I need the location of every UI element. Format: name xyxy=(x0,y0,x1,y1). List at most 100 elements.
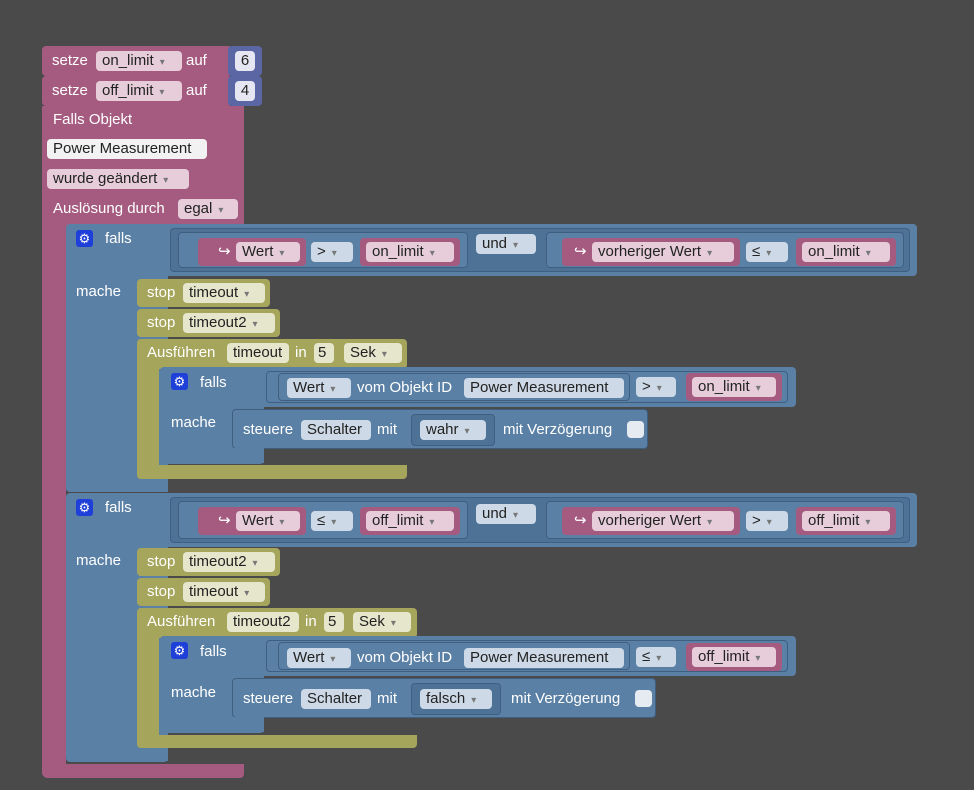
set-off-limit-block[interactable]: setze off_limit▾ auf xyxy=(42,76,232,106)
gear-icon[interactable]: ⚙ xyxy=(171,373,188,390)
variable-block-off-limit[interactable]: off_limit▾ xyxy=(360,507,460,535)
number-field-6[interactable]: 6 xyxy=(235,51,255,71)
timer-name-field[interactable]: timeout2 xyxy=(227,612,299,632)
number-block-4[interactable]: 4 xyxy=(228,76,262,106)
stop-timer-block[interactable]: stop timeout2▾ xyxy=(137,548,280,576)
and-operator-dropdown[interactable]: und▾ xyxy=(476,504,536,524)
get-value-block[interactable]: Wert▾ vom Objekt ID Power Measurement xyxy=(278,642,630,670)
value-block-vorheriger-wert[interactable]: ↪ vorheriger Wert▾ xyxy=(562,507,740,535)
variable-block-on-limit[interactable]: on_limit▾ xyxy=(686,373,782,401)
variable-dropdown[interactable]: on_limit▾ xyxy=(366,242,454,262)
delay-checkbox[interactable] xyxy=(627,421,644,438)
boolean-block[interactable]: wahr▾ xyxy=(411,414,495,446)
boolean-block[interactable]: falsch▾ xyxy=(411,683,501,715)
ausloesung-label: Auslösung durch xyxy=(53,200,165,217)
chevron-down-icon: ▾ xyxy=(331,517,337,528)
boolean-dropdown[interactable]: falsch▾ xyxy=(420,689,492,709)
event-dropdown[interactable]: wurde geändert▾ xyxy=(47,169,189,189)
variable-dropdown[interactable]: off_limit▾ xyxy=(802,511,890,531)
variable-block-off-limit[interactable]: off_limit▾ xyxy=(686,643,782,671)
variable-block-off-limit[interactable]: off_limit▾ xyxy=(796,507,896,535)
chevron-down-icon: ▾ xyxy=(656,383,662,394)
stop-timer-block[interactable]: stop timeout2▾ xyxy=(137,309,280,337)
chevron-down-icon: ▾ xyxy=(755,383,761,394)
vorheriger-wert-dropdown[interactable]: vorheriger Wert▾ xyxy=(592,511,734,531)
object-id-field[interactable]: Power Measurement xyxy=(47,139,207,159)
object-id-field[interactable]: Power Measurement xyxy=(464,648,624,668)
delay-checkbox[interactable] xyxy=(635,690,652,707)
operator-dropdown[interactable]: >▾ xyxy=(636,377,676,397)
control-block-2[interactable]: steuere Schalter mit falsch▾ mit Verzöge… xyxy=(232,678,656,718)
ausloesung-dropdown[interactable]: egal▾ xyxy=(178,199,238,219)
stop-label: stop xyxy=(147,583,176,600)
variable-dropdown[interactable]: off_limit▾ xyxy=(692,647,776,667)
timer-name-field[interactable]: timeout xyxy=(227,343,289,363)
trigger-title: Falls Objekt xyxy=(53,111,133,128)
execute-timeout-block[interactable]: Ausführen timeout in 5 Sek▾ xyxy=(137,339,407,369)
wert-dropdown[interactable]: Wert▾ xyxy=(236,242,300,262)
set-on-limit-block[interactable]: setze on_limit▾ auf xyxy=(42,46,232,76)
chevron-down-icon: ▾ xyxy=(513,240,519,251)
execute-timeout2-block[interactable]: Ausführen timeout2 in 5 Sek▾ xyxy=(137,608,417,638)
gear-icon[interactable]: ⚙ xyxy=(76,230,93,247)
and-operator-dropdown[interactable]: und▾ xyxy=(476,234,536,254)
object-id-field[interactable]: Power Measurement xyxy=(464,378,624,398)
value-block-wert[interactable]: ↪ Wert▾ xyxy=(198,507,306,535)
variable-dropdown[interactable]: on_limit▾ xyxy=(692,377,776,397)
operator-dropdown[interactable]: >▾ xyxy=(746,511,788,531)
value-block-vorheriger-wert[interactable]: ↪ vorheriger Wert▾ xyxy=(562,238,740,266)
set-keyword: setze xyxy=(52,82,88,99)
timer-dropdown[interactable]: timeout2▾ xyxy=(183,552,275,572)
control-block-1[interactable]: steuere Schalter mit wahr▾ mit Verzögeru… xyxy=(232,409,648,449)
variable-dropdown-off-limit[interactable]: off_limit▾ xyxy=(96,81,182,101)
value-type-dropdown[interactable]: Wert▾ xyxy=(287,648,351,668)
gear-icon[interactable]: ⚙ xyxy=(171,642,188,659)
chevron-down-icon: ▾ xyxy=(218,205,224,216)
timer-dropdown[interactable]: timeout2▾ xyxy=(183,313,275,333)
stop-timer-block[interactable]: stop timeout▾ xyxy=(137,279,270,307)
variable-block-on-limit[interactable]: on_limit▾ xyxy=(796,238,896,266)
mache-label: mache xyxy=(171,684,217,701)
timer-dropdown[interactable]: timeout▾ xyxy=(183,582,265,602)
delay-amount-field[interactable]: 5 xyxy=(314,343,334,363)
stop-timer-block[interactable]: stop timeout▾ xyxy=(137,578,270,606)
chevron-down-icon: ▾ xyxy=(381,349,387,360)
target-field[interactable]: Schalter xyxy=(301,420,371,440)
if-block-2-bottom xyxy=(66,748,168,762)
operator-dropdown[interactable]: ≤▾ xyxy=(746,242,788,262)
value-block-wert[interactable]: ↪ Wert▾ xyxy=(198,238,306,266)
variable-dropdown[interactable]: on_limit▾ xyxy=(802,242,890,262)
inner-if-2-bottom xyxy=(160,717,264,733)
variable-dropdown-on-limit[interactable]: on_limit▾ xyxy=(96,51,182,71)
operator-dropdown[interactable]: ≤▾ xyxy=(636,647,676,667)
falls-label: falls xyxy=(200,374,227,391)
mit-verzoegerung-label: mit Verzögerung xyxy=(503,421,613,438)
variable-block-on-limit[interactable]: on_limit▾ xyxy=(360,238,460,266)
unit-dropdown[interactable]: Sek▾ xyxy=(344,343,402,363)
chevron-down-icon: ▾ xyxy=(331,248,337,259)
operator-dropdown[interactable]: ≤▾ xyxy=(311,511,353,531)
number-field-4[interactable]: 4 xyxy=(235,81,255,101)
wert-dropdown[interactable]: Wert▾ xyxy=(236,511,300,531)
ausfuehren-label: Ausführen xyxy=(147,613,216,630)
value-type-dropdown[interactable]: Wert▾ xyxy=(287,378,351,398)
unit-dropdown[interactable]: Sek▾ xyxy=(353,612,411,632)
target-field[interactable]: Schalter xyxy=(301,689,371,709)
vorheriger-wert-dropdown[interactable]: vorheriger Wert▾ xyxy=(592,242,734,262)
gear-icon[interactable]: ⚙ xyxy=(76,499,93,516)
chevron-down-icon: ▾ xyxy=(707,248,713,259)
chevron-down-icon: ▾ xyxy=(513,510,519,521)
ausfuehren-label: Ausführen xyxy=(147,344,216,361)
operator-dropdown[interactable]: >▾ xyxy=(311,242,353,262)
timer-dropdown[interactable]: timeout▾ xyxy=(183,283,265,303)
chevron-down-icon: ▾ xyxy=(330,384,336,395)
get-value-block[interactable]: Wert▾ vom Objekt ID Power Measurement xyxy=(278,373,630,401)
boolean-dropdown[interactable]: wahr▾ xyxy=(420,420,486,440)
chevron-down-icon: ▾ xyxy=(755,653,761,664)
number-block-6[interactable]: 6 xyxy=(228,46,262,76)
delay-amount-field[interactable]: 5 xyxy=(324,612,344,632)
mache-label: mache xyxy=(76,552,122,569)
variable-dropdown[interactable]: off_limit▾ xyxy=(366,511,454,531)
arrow-icon: ↪ xyxy=(218,512,231,529)
mache-label: mache xyxy=(171,414,217,431)
